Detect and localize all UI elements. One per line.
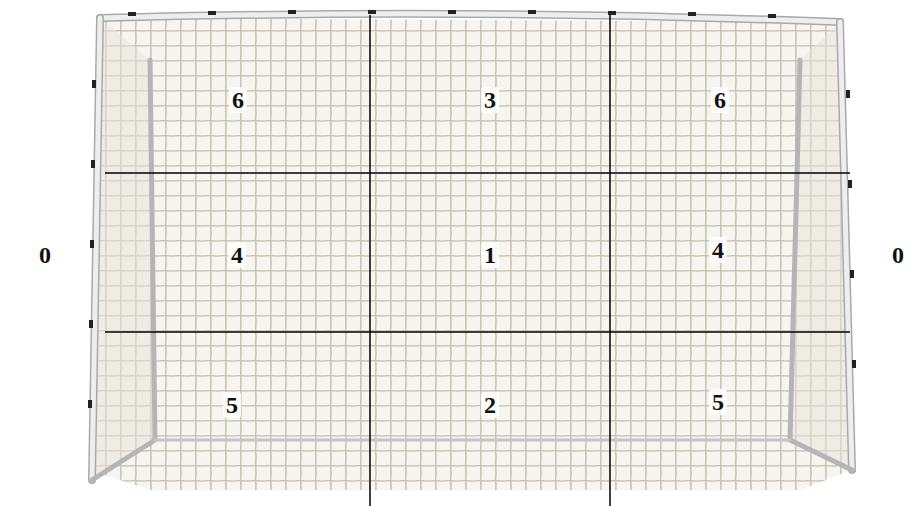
zone-number: 0 (36, 242, 54, 268)
zone-number: 5 (709, 389, 727, 415)
net-clips (88, 10, 856, 408)
zone-number: 0 (889, 242, 907, 268)
zone-number: 6 (229, 87, 247, 113)
zone-number: 4 (228, 242, 246, 268)
zone-number: 1 (481, 242, 499, 268)
goal-frame (92, 14, 852, 480)
zone-number: 6 (711, 87, 729, 113)
goal-net (80, 10, 870, 500)
side-net (790, 22, 852, 470)
zone-number: 5 (223, 392, 241, 418)
zone-number: 3 (481, 87, 499, 113)
zone-grid (105, 15, 850, 506)
side-net (95, 18, 155, 480)
zone-number: 2 (481, 392, 499, 418)
zone-number: 4 (709, 237, 727, 263)
